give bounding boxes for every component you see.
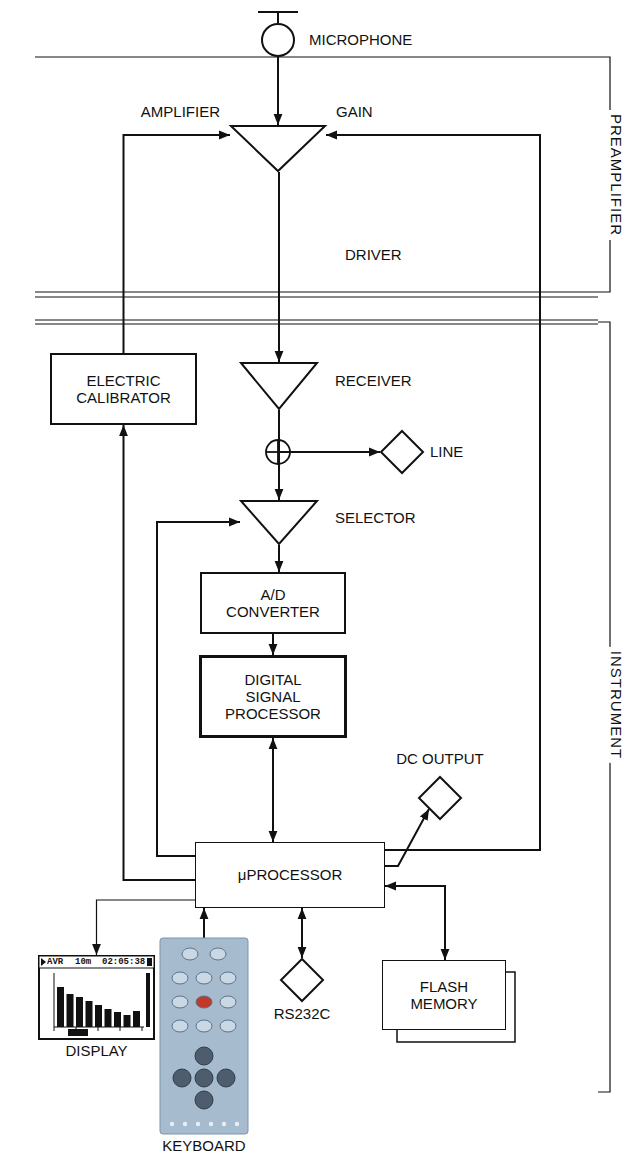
receiver-triangle-outline [240,362,318,410]
text-holder [380,430,424,474]
signal-connector [277,57,279,125]
converter-box: A/D CONVERTER [200,572,346,634]
signal-connector [124,135,231,353]
microphone-circle: MICROPHONE [261,23,295,57]
screen-text: AVR [47,957,63,967]
display-picture: DISPLAY [38,955,155,1040]
text-holder: μPROCESSOR [196,843,384,907]
signal-connector [326,135,540,850]
section-name: PREAMPLIFIER [607,110,624,240]
node-text: RECEIVER [335,372,412,389]
text-holder: ELECTRIC CALIBRATOR [52,355,195,423]
section-name: INSTRUMENT [607,647,624,763]
memory-box: FLASH MEMORY [382,960,506,1030]
text-holder: FLASH MEMORY [383,961,505,1029]
text-holder [240,362,318,410]
microphone-circle-outline [261,23,295,57]
text-holder [261,23,295,57]
selector-triangle-outline [240,500,318,545]
node-text: RS232C [274,1005,331,1022]
text-holder [38,955,155,1040]
signal-connector [301,908,303,958]
line-output-diamond: LINE [380,430,424,474]
screen-text: 10m [75,957,91,967]
amplifier-triangle-outline [230,125,326,172]
processor-box: DIGITAL SIGNAL PROCESSOR [199,655,347,738]
signal-connector [124,425,196,880]
text-holder [230,125,326,172]
node-text: FLASH MEMORY [393,978,495,1013]
text-holder: DIGITAL SIGNAL PROCESSOR [202,658,344,735]
text-holder [418,776,462,820]
signal-name: DRIVER [345,246,402,263]
amplifier-triangle: AMPLIFIERGAIN [230,125,326,172]
connector-group [97,57,541,960]
signal-connector [279,410,380,452]
microphone-stand [258,12,298,23]
node-text: MICROPHONE [309,31,412,48]
serial-port-diamond: RS232C [280,958,324,1002]
text-holder [160,938,248,1134]
section-lines [35,57,598,324]
dc-output-diamond: DC OUTPUT [418,776,462,820]
signal-connector [278,172,280,362]
signal-connector [278,410,280,500]
receiver-triangle: RECEIVER [240,362,318,410]
signal-connector [278,545,280,572]
signal-connector [385,809,429,866]
signal-connector [272,738,274,842]
node-text: GAIN [336,103,373,120]
text-holder [280,958,324,1002]
signal-connector [272,634,274,655]
text-holder [240,500,318,545]
keyboard-picture-outline [160,938,248,1134]
text-holder: A/D CONVERTER [202,574,344,632]
line-output-diamond-outline [380,430,424,474]
node-text: A/D CONVERTER [220,586,326,621]
calibrator-box: ELECTRIC CALIBRATOR [50,353,197,425]
node-text: ELECTRIC CALIBRATOR [62,372,185,407]
node-text: DISPLAY [65,1042,127,1059]
node-text: SELECTOR [335,509,416,526]
display-picture-outline [38,955,155,1040]
signal-connector [385,886,445,960]
selector-triangle: SELECTOR [240,500,318,545]
signal-connector [203,908,205,938]
keyboard-picture: KEYBOARD [160,938,248,1134]
node-text: DIGITAL SIGNAL PROCESSOR [224,671,322,723]
node-text: LINE [430,443,463,460]
screen-text: 02:05:38 [102,957,145,967]
microprocessor-box: μPROCESSOR [195,842,385,908]
node-text: DC OUTPUT [396,750,484,767]
serial-port-diamond-outline [280,958,324,1002]
node-text: KEYBOARD [162,1137,245,1154]
node-text: μPROCESSOR [238,866,343,883]
dc-output-diamond-outline [418,776,462,820]
node-text: AMPLIFIER [141,103,220,120]
